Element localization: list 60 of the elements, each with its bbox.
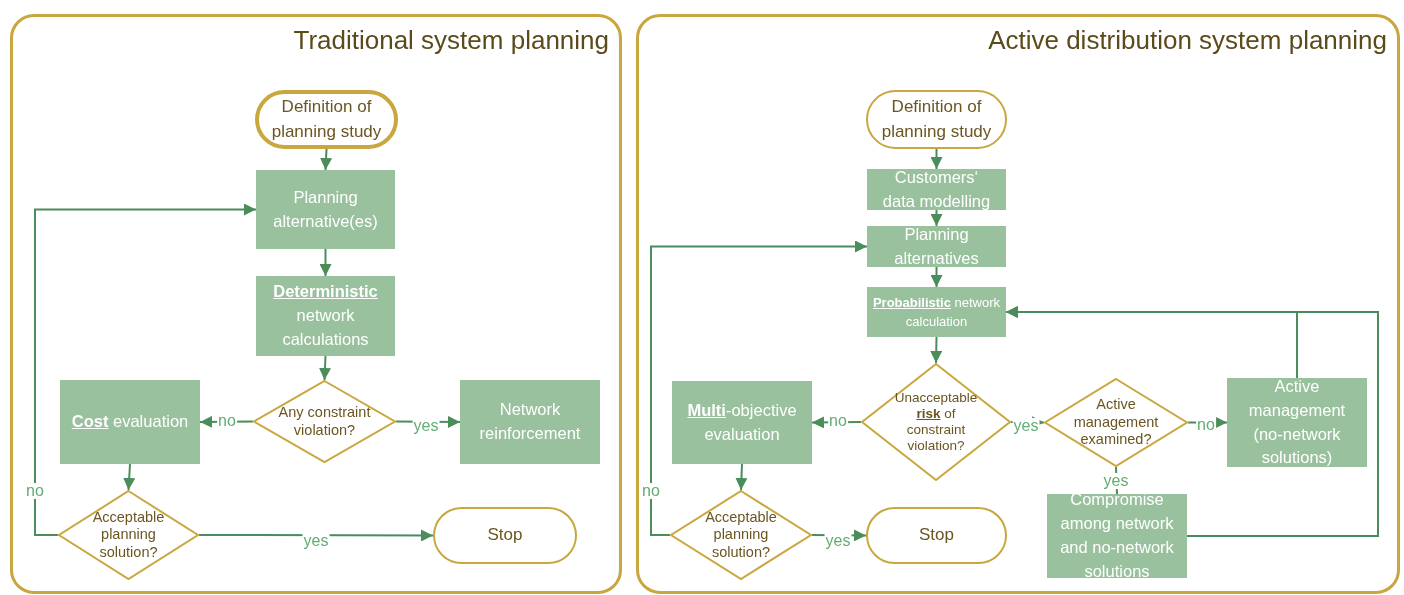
edge-label: no xyxy=(641,483,661,499)
box-text: Multi-objective evaluation xyxy=(686,399,798,445)
decision-text: Acceptable planning solution? xyxy=(704,508,778,562)
decision-diamond xyxy=(58,490,199,580)
process-box xyxy=(60,380,200,464)
terminal-box xyxy=(433,507,577,564)
arrow xyxy=(930,148,943,170)
box-text: Compromise among network and no-network solutions xyxy=(1059,489,1175,582)
arrow xyxy=(930,336,943,364)
decision-diamond xyxy=(1044,378,1188,467)
arrow xyxy=(735,463,748,491)
arrow xyxy=(930,209,943,227)
box-text: Stop xyxy=(919,524,954,547)
arrow xyxy=(123,463,136,491)
decision-text: Any constraint violation? xyxy=(277,404,372,439)
box-text: Definition of planning study xyxy=(880,95,993,143)
arrow xyxy=(1005,306,1379,537)
process-box xyxy=(867,169,1006,210)
process-box xyxy=(460,380,600,464)
box-text: Planning alternative(es) xyxy=(272,186,379,232)
panel-frame xyxy=(636,14,1400,594)
process-box xyxy=(256,170,395,249)
box-text: Stop xyxy=(487,524,523,547)
edge-label: yes xyxy=(302,533,330,549)
decision-text: Unacceptable risk of constraint violation? xyxy=(893,389,979,455)
box-text: Customers‘ data modelling xyxy=(881,166,992,212)
arrow xyxy=(34,203,257,536)
arrow xyxy=(198,529,434,542)
edge-label: no xyxy=(1196,417,1216,433)
decision-text: Active management examined? xyxy=(1072,396,1160,449)
box-text: Probabilistic network calculation xyxy=(871,293,1002,331)
box-text: Definition of planning study xyxy=(270,95,383,143)
edge-label: no xyxy=(25,483,45,499)
panel-title: Active distribution system planning xyxy=(988,25,1387,56)
process-box xyxy=(867,287,1006,337)
decision-diamond xyxy=(253,380,396,463)
box-text: Cost evaluation xyxy=(71,411,189,433)
arrow xyxy=(650,240,868,536)
process-box xyxy=(1227,378,1367,467)
panel-title: Traditional system planning xyxy=(293,25,609,56)
arrow xyxy=(319,248,332,277)
box-text: Planning alternatives xyxy=(893,223,980,269)
arrow xyxy=(320,148,333,171)
decision-text: Acceptable planning solution? xyxy=(91,508,166,562)
process-box xyxy=(672,381,812,464)
arrow xyxy=(930,266,943,288)
process-box xyxy=(256,276,395,356)
process-box xyxy=(867,226,1006,267)
terminal-box xyxy=(866,507,1007,564)
process-box xyxy=(1047,494,1187,578)
box-text: Deterministic network calculations xyxy=(272,281,379,350)
edge-label: yes xyxy=(1102,473,1130,489)
edge-label: yes xyxy=(824,533,852,549)
panel-frame xyxy=(10,14,622,594)
decision-diamond xyxy=(861,363,1011,481)
edge-label: yes xyxy=(412,418,440,434)
box-text: Active management (no-network solutions) xyxy=(1247,375,1347,469)
box-text: Network reinforcement xyxy=(478,399,582,444)
decision-diamond xyxy=(670,490,812,580)
arrow xyxy=(319,355,331,381)
